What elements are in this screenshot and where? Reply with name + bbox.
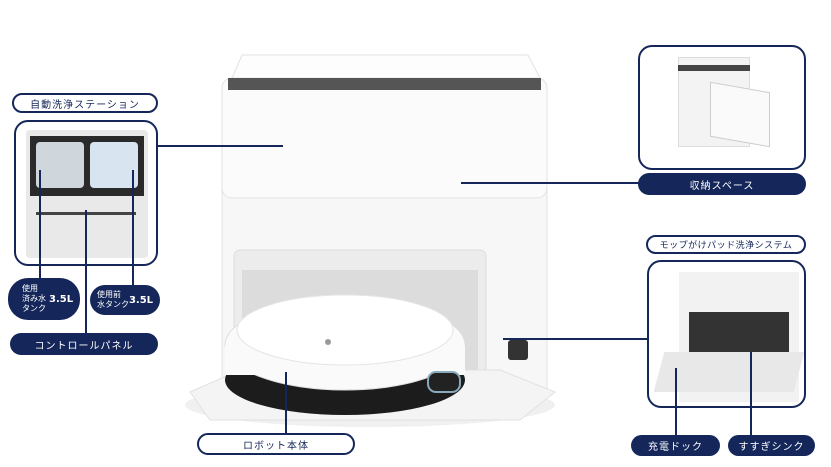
mop-pad-wash-inset [647, 260, 806, 408]
used-water-tank-text: 使用 済み水 タンク [22, 284, 46, 313]
rinse-sink-label: すすぎシンク [728, 435, 815, 456]
storage-space-label: 収納スペース [638, 173, 806, 195]
leader-line [85, 210, 87, 334]
leader-line [158, 145, 283, 147]
leader-line [750, 352, 752, 435]
leader-line [503, 338, 648, 340]
control-panel-label: コントロールパネル [10, 333, 158, 355]
leader-line [675, 368, 677, 435]
used-water-tank-label: 使用 済み水 タンク 3.5L [8, 278, 80, 320]
robot-body-label: ロボット本体 [197, 433, 355, 455]
used-water-tank [36, 142, 84, 188]
clean-water-tank-label: 使用前 水タンク 3.5L [90, 285, 160, 315]
storage-space-inset [638, 45, 806, 170]
auto-clean-station-label: 自動洗浄ステーション [12, 93, 158, 113]
mop-pad-wash-system-label: モップがけパッド洗浄システム [646, 235, 806, 254]
used-water-capacity: 3.5L [49, 293, 74, 305]
clean-water-tank [90, 142, 138, 188]
leader-line [461, 182, 639, 184]
leader-line [285, 372, 287, 434]
leader-line [132, 170, 134, 286]
leader-line [39, 170, 41, 278]
clean-water-capacity: 3.5L [128, 294, 154, 306]
clean-water-tank-text: 使用前 水タンク [96, 290, 129, 309]
charging-dock-label: 充電ドック [631, 435, 720, 456]
